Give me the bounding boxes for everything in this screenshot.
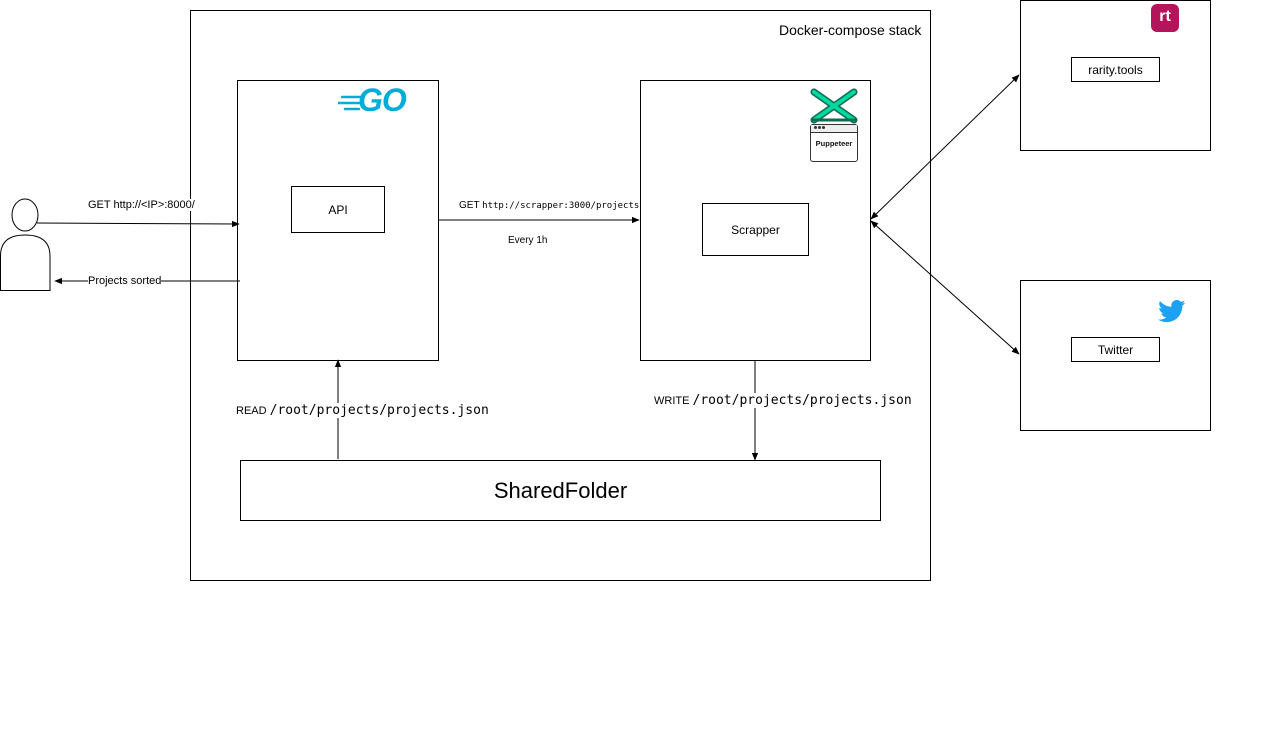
puppeteer-strings-icon [810,88,858,124]
scrapper-rarity-arrow [870,74,1020,220]
api-service-box[interactable] [237,80,439,361]
api-label-box[interactable]: API [291,186,385,233]
user-request-arrow [36,220,240,228]
stack-title: Docker-compose stack [779,22,922,38]
api-to-scrapper-label: GET http://scrapper:3000/projects [459,200,640,211]
read-label: READ /root/projects/projects.json [236,403,489,418]
twitter-label-box[interactable]: Twitter [1071,337,1160,362]
rarity-logo-text: rt [1159,8,1171,25]
scrapper-twitter-arrow [870,220,1020,355]
rarity-tools-logo-icon: rt [1151,4,1179,32]
puppeteer-window-icon: Puppeteer [810,124,858,162]
write-label: WRITE /root/projects/projects.json [654,393,912,408]
rarity-label-box[interactable]: rarity.tools [1071,57,1160,82]
go-logo-text: GO [358,82,407,118]
puppeteer-logo-text: Puppeteer [815,139,853,148]
scrapper-label-box[interactable]: Scrapper [702,203,809,256]
twitter-bird-icon [1158,300,1186,323]
user-actor-icon [0,198,51,291]
twitter-label: Twitter [1097,342,1134,357]
go-logo-icon: GO [338,82,424,120]
schedule-label: Every 1h [508,235,548,246]
scrapper-label: Scrapper [731,222,780,237]
api-label: API [328,202,348,217]
go-speed-lines-icon [338,95,364,111]
puppeteer-logo-icon: Puppeteer [808,88,860,165]
user-response-label: Projects sorted [88,275,162,287]
shared-folder-label: SharedFolder [493,477,628,503]
user-request-label: GET http://<IP>:8000/ [88,199,195,211]
shared-folder-box[interactable]: SharedFolder [240,460,881,521]
rarity-label: rarity.tools [1088,62,1143,77]
